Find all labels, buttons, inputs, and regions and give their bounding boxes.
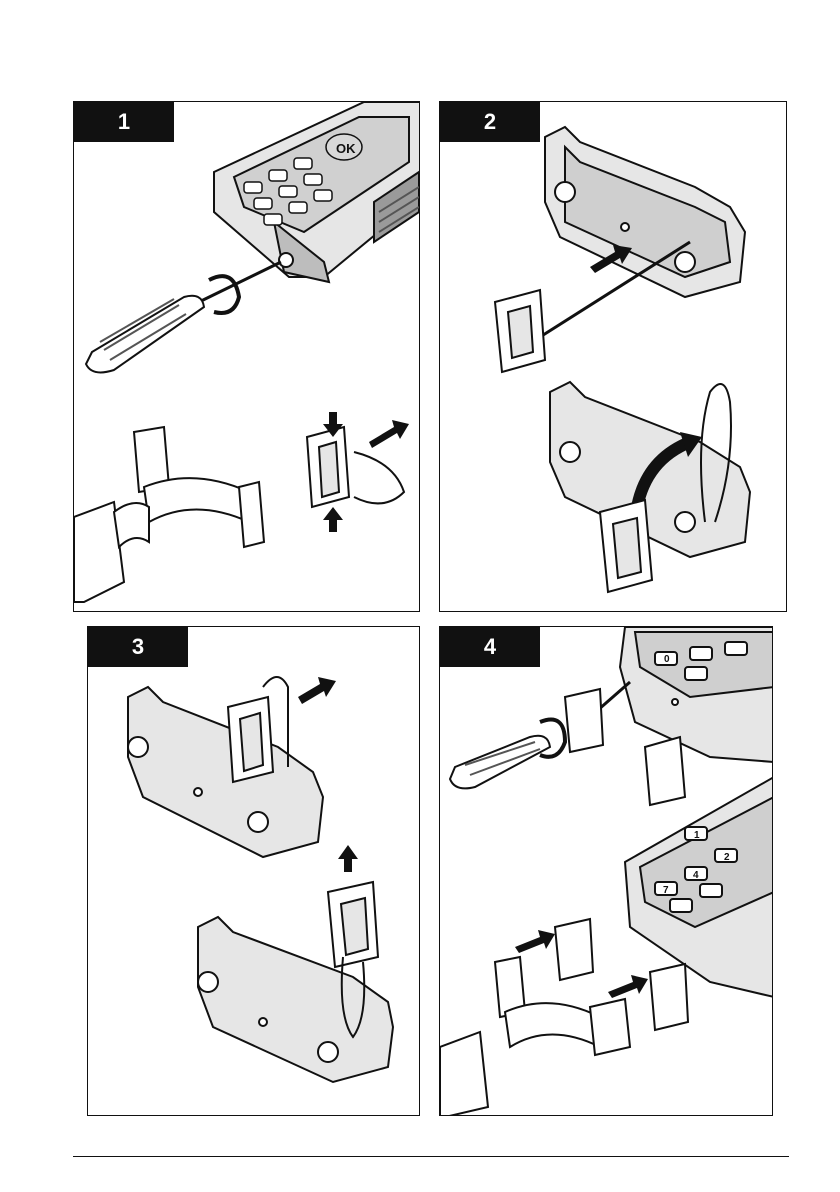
- step-1-illustration: OK: [74, 102, 420, 612]
- clip-with-loop: [307, 427, 404, 507]
- step-2-illustration: [440, 102, 787, 612]
- step-1-panel: 1 OK: [73, 101, 420, 612]
- key-7-label: 7: [663, 885, 669, 896]
- step-2-panel: 2: [439, 101, 787, 612]
- insert-arrow-icon-2: [608, 975, 648, 998]
- end-cap-upper: [128, 687, 323, 857]
- clip-upper: [495, 290, 545, 372]
- handheld-device-lower: [625, 777, 773, 997]
- insert-arrow-icon-1: [515, 930, 555, 953]
- key-0-label: 0: [664, 654, 670, 665]
- pull-arrow-icon: [298, 677, 336, 704]
- key-4-label: 4: [693, 870, 699, 881]
- ok-key-label: OK: [336, 141, 356, 156]
- up-arrow-icon: [338, 845, 358, 872]
- step-3-panel: 3: [87, 626, 420, 1116]
- key-1-label: 1: [694, 830, 700, 841]
- footer-rule: [73, 1156, 789, 1157]
- key-2-label: 2: [724, 852, 730, 863]
- step-3-illustration: [88, 627, 420, 1116]
- strap-assembly: [74, 427, 264, 602]
- step-4-illustration: 0 1 4 2 7: [440, 627, 773, 1116]
- clip-lower: [328, 882, 378, 967]
- clip-upper: [228, 697, 273, 782]
- step-4-panel: 4 0: [439, 626, 773, 1116]
- strap-assembly: [440, 957, 630, 1116]
- screw-icon: [279, 253, 293, 267]
- screwdriver-icon: [86, 262, 281, 372]
- clip-lower: [600, 500, 652, 592]
- handheld-device-upper: [620, 627, 773, 762]
